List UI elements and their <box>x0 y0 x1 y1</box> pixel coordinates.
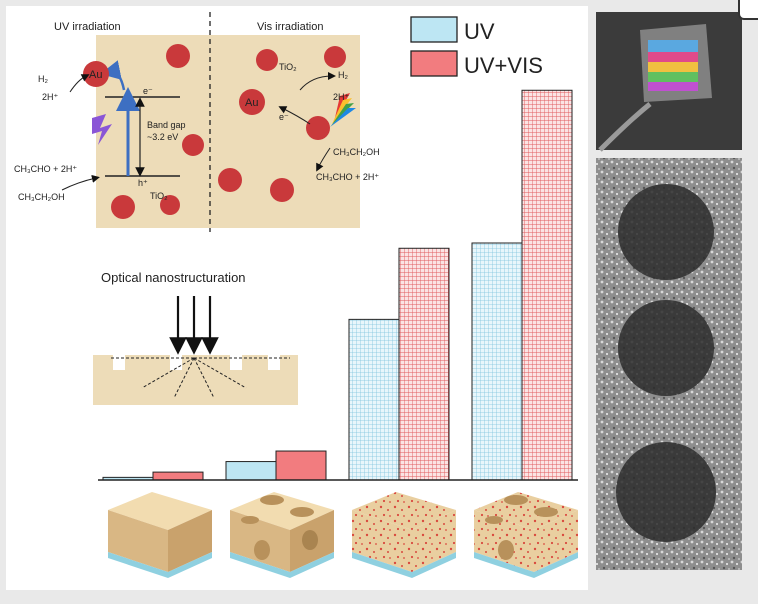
h2-arrow-left <box>69 74 90 93</box>
legend-label-uv-vis: UV+VIS <box>464 53 543 78</box>
optical-nanostructuration: Optical nanostructuration <box>93 270 298 405</box>
legend-label-uv: UV <box>464 19 495 44</box>
sample-blocks <box>108 492 578 578</box>
band-gap-label: Band gap <box>147 120 186 130</box>
legend: UV UV+VIS <box>410 16 543 78</box>
sample-block-2 <box>230 492 334 578</box>
mechanism-diagram: UV irradiation Vis irradiation Au Au <box>14 12 380 232</box>
ch3cho-right: CH₃CHO + 2H⁺ <box>316 172 379 182</box>
au-particle <box>182 134 204 156</box>
tio2-right: TiO₂ <box>279 62 297 72</box>
bar-uv-3 <box>348 318 400 481</box>
uv-title: UV irradiation <box>54 21 121 33</box>
bar-uv-vis-4 <box>521 89 573 481</box>
au-particle <box>160 195 180 215</box>
bar-uv-2 <box>225 461 277 481</box>
corner-icon <box>738 0 758 20</box>
bar-uv-vis-3 <box>398 247 450 481</box>
electron-right: e⁻ <box>279 112 289 122</box>
au-particle <box>324 46 346 68</box>
electron-left: e⁻ <box>143 86 153 96</box>
bar-uv-vis-1 <box>152 471 204 481</box>
sample-block-4 <box>474 492 578 578</box>
au-particle <box>218 168 242 192</box>
electron-transfer-arrow <box>100 60 126 91</box>
oxidation-arrow-right <box>316 147 331 172</box>
twoh-left: 2H⁺ <box>42 92 59 102</box>
scattering-rays <box>110 357 290 399</box>
au-particle <box>111 195 135 219</box>
oxidation-arrow-left <box>61 174 100 191</box>
vis-title: Vis irradiation <box>257 21 323 33</box>
legend-swatch-uv-vis <box>410 50 458 77</box>
patterned-film <box>93 355 298 405</box>
sample-block-3 <box>352 492 456 578</box>
ch3ch2oh-left: CH₃CH₂OH <box>18 192 65 202</box>
bar-chart <box>102 89 573 481</box>
electron-arrow-right <box>278 106 311 125</box>
sample-photo <box>596 12 742 152</box>
optical-title: Optical nanostructuration <box>101 270 246 285</box>
h2-arrow-right <box>299 72 336 91</box>
au-left-label: Au <box>89 69 102 81</box>
hole-left: h⁺ <box>138 178 148 188</box>
ch3ch2oh-right: CH₃CH₂OH <box>333 147 380 157</box>
visible-light-icon <box>330 93 356 127</box>
ch3cho-left: CH₃CHO + 2H⁺ <box>14 164 77 174</box>
twoh-right: 2H⁺ <box>333 92 350 102</box>
au-particle <box>256 49 278 71</box>
h2-left: H₂ <box>38 74 48 84</box>
au-particle-right <box>306 116 330 140</box>
bar-uv-vis-2 <box>275 450 327 481</box>
band-gap-value: ~3.2 eV <box>147 132 178 142</box>
legend-swatch-uv <box>410 16 458 43</box>
au-particle <box>270 178 294 202</box>
au-particle-mid <box>239 89 265 115</box>
au-mid-label: Au <box>245 97 258 109</box>
sample-block-1 <box>108 492 212 578</box>
au-particle <box>166 44 190 68</box>
tio2-left: TiO₂ <box>150 191 168 201</box>
sem-micrograph <box>596 158 742 570</box>
uv-lightning-icon <box>92 114 112 145</box>
h2-right: H₂ <box>338 70 348 80</box>
bar-uv-4 <box>471 242 523 481</box>
